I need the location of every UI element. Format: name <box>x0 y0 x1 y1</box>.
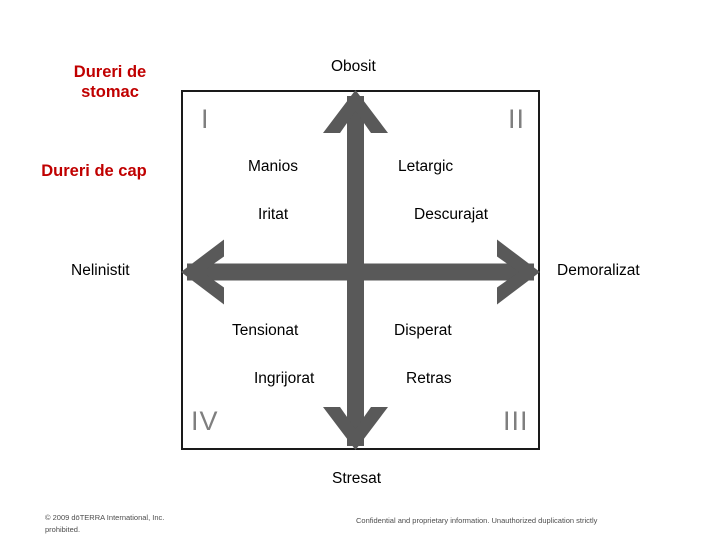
footer-confidential: Confidential and proprietary information… <box>356 516 598 525</box>
quadrant-i-word-1: Manios <box>248 158 298 175</box>
quadrant-frame <box>181 90 540 450</box>
annotation-cap: Dureri de cap <box>41 162 147 180</box>
quadrant-ii-word-1: Letargic <box>398 158 454 175</box>
axis-label-left: Nelinistit <box>71 262 130 279</box>
annotation-stomac: Dureri de stomac <box>73 63 147 102</box>
quadrant-numeral-i: I <box>201 104 210 134</box>
quadrant-iii-word-2: Retras <box>406 370 452 387</box>
axis-label-top: Obosit <box>331 58 376 75</box>
quadrant-iv-word-1: Tensionat <box>232 322 299 339</box>
quadrant-ii-word-2: Descurajat <box>414 206 489 223</box>
quadrant-numeral-iii: III <box>503 406 529 436</box>
quadrant-iv-word-2: Ingrijorat <box>254 370 315 387</box>
quadrant-iii-word-1: Disperat <box>394 322 452 339</box>
quadrant-numeral-ii: II <box>508 104 526 134</box>
axis-label-right: Demoralizat <box>557 262 640 279</box>
quadrant-numeral-iv: IV <box>191 406 219 436</box>
footer-copyright: © 2009 dōTERRA International, Inc. prohi… <box>45 513 165 534</box>
axis-label-bottom: Stresat <box>332 470 382 487</box>
quadrant-i-word-2: Iritat <box>258 206 289 223</box>
